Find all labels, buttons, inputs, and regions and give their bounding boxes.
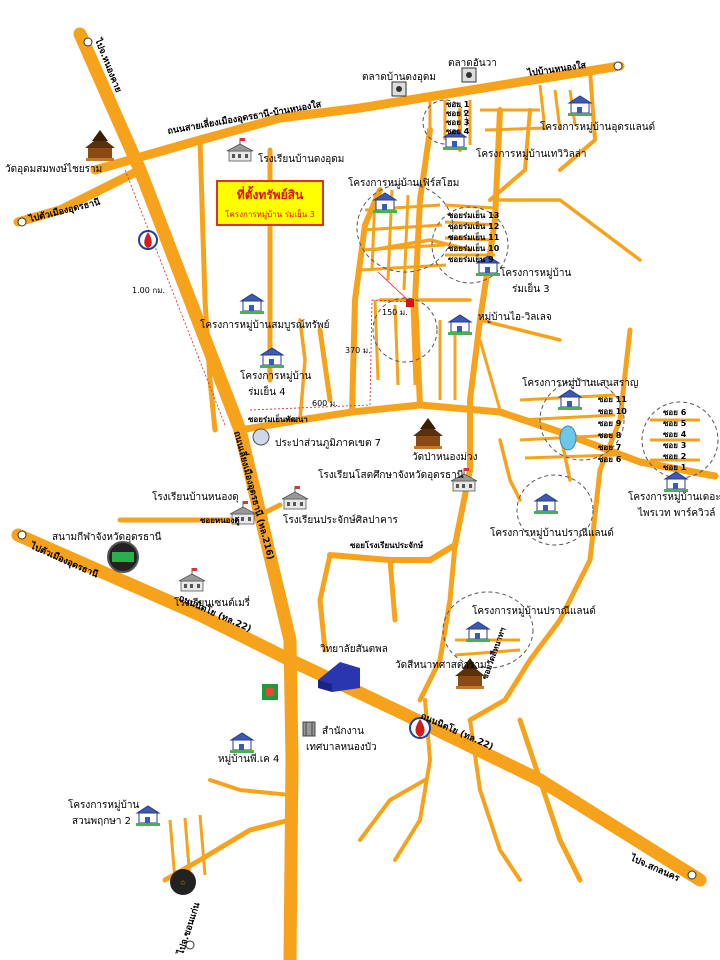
store-icon [262, 684, 278, 700]
house-icon [229, 732, 255, 754]
road-name: ซอยโรงเรียนประจักษ์ [350, 540, 424, 550]
svg-text:ซอย 3: ซอย 3 [446, 118, 469, 127]
soi-list-romyen: ซอยร่มเย็น 13 ซอยร่มเย็น 12 ซอยร่มเย็น 1… [448, 209, 500, 264]
house-icon [557, 389, 583, 411]
callout-subtitle: โครงการหมู่บ้าน ร่มเย็น 3 [225, 210, 315, 219]
school-label: โรงเรียนบ้านดงอุดม [258, 152, 344, 165]
roads-layer [11, 27, 719, 960]
svg-text:ซอย 10: ซอย 10 [598, 407, 627, 416]
svg-text:ซอย 6: ซอย 6 [598, 455, 622, 464]
house-icon [239, 293, 265, 315]
house-icon [135, 805, 161, 827]
project-label: โครงการหมู่บ้าน [68, 798, 140, 811]
project-label: โครงการหมู่บ้าน [500, 266, 572, 279]
project-label: โครงการหมู่บ้าน [240, 369, 312, 382]
school-label: โรงเรียนเซนต์เมรี่ [174, 595, 251, 609]
svg-text:ซอย 1: ซอย 1 [663, 463, 687, 472]
school-icon [281, 485, 309, 510]
svg-text:ซอย 4: ซอย 4 [663, 430, 687, 439]
callout-title: ที่ตั้งทรัพย์สิน [236, 188, 304, 202]
svg-text:ซอย 4: ซอย 4 [446, 127, 470, 136]
project-label: ร่มเย็น 4 [248, 384, 286, 398]
temple-label: วัดอุดมสมพงษ์ไชยราม [5, 163, 102, 175]
svg-text:ซอยร่มเย็น 13: ซอยร่มเย็น 13 [448, 209, 499, 220]
project-label: ร่มเย็น 3 [512, 281, 550, 295]
office-label: เทศบาลหนองบัว [306, 742, 377, 753]
project-label: โครงการหมู่บ้านแสนสราญ [522, 376, 638, 389]
soi-list-sengsaran: ซอย 11 ซอย 10 ซอย 9 ซอย 8 ซอย 7 ซอย 6 [598, 395, 627, 464]
svg-text:ซอยร่มเย็น 12: ซอยร่มเย็น 12 [448, 220, 499, 231]
water-authority-icon [252, 428, 270, 446]
project-label: โครงการหมู่บ้านเฟิร์สโฮม [348, 176, 459, 189]
office-label: สำนักงาน [322, 726, 364, 737]
gas-station-icon [138, 230, 158, 250]
project-label: โครงการหมู่บ้านปราณีแลนด์ [490, 526, 614, 539]
road-name: ซอยหนองดู่ [200, 516, 240, 526]
distance-label: 1.00 กม. [132, 286, 165, 295]
school-label: โรงเรียนบ้านหนองดุ [152, 490, 239, 503]
distance-label: 600 ม. [312, 399, 338, 408]
project-label: โครงการหมู่บ้านสมบูรณ์ทรัพย์ [200, 318, 329, 331]
soi-list-udon-land: ซอย 1 ซอย 2 ซอย 3 ซอย 4 [446, 100, 470, 136]
svg-text:ซอย 7: ซอย 7 [598, 443, 621, 452]
distance-label: 150 ม. [382, 308, 408, 317]
svg-text:ซอย 9: ซอย 9 [598, 419, 622, 428]
school-label: โรงเรียนประจักษ์ศิลปาคาร [283, 513, 398, 526]
svg-text:ซอย 1: ซอย 1 [446, 100, 470, 109]
house-icon [663, 471, 689, 493]
house-icon [465, 621, 491, 643]
svg-text:ซอย 6: ซอย 6 [663, 408, 687, 417]
logo-icon: ☆ [170, 869, 196, 895]
house-icon [533, 493, 559, 515]
temple-label: วัดป่าหนองม่วง [412, 452, 478, 463]
market-icon [461, 67, 477, 83]
project-label: โครงการหมู่บ้านเทวิวิลล่า [476, 147, 586, 160]
svg-text:ซอย 2: ซอย 2 [446, 109, 469, 118]
road-nittayo-22 [11, 528, 707, 887]
house-icon [259, 347, 285, 369]
project-label: ไพรเวท พาร์ควิวล์ [637, 507, 715, 519]
project-label: โครงการหมู่บ้านปราณีแลนด์ [472, 604, 596, 617]
village-label: หมู่บ้านพี.เค 4 [218, 753, 279, 765]
college-icon [318, 662, 360, 692]
house-icon [447, 314, 473, 336]
project-label: สวนพฤกษา 2 [72, 816, 131, 827]
road-216 [73, 27, 299, 960]
project-label: โครงการหมู่บ้านเดอะ [628, 490, 720, 503]
svg-text:ซอย 11: ซอย 11 [598, 395, 627, 404]
college-label: วิทยาลัยสันตพล [320, 644, 388, 655]
village-label: หมู่บ้านไอ-วิลเลจ [478, 311, 552, 323]
svg-text:ซอยร่มเย็น 11: ซอยร่มเย็น 11 [448, 231, 500, 242]
svg-text:ซอย 3: ซอย 3 [663, 441, 686, 450]
market-icon [391, 81, 407, 97]
project-label: โครงการหมู่บ้านอุดรแลนด์ [540, 120, 655, 133]
svg-text:ซอย 2: ซอย 2 [663, 452, 686, 461]
property-location-callout: ที่ตั้งทรัพย์สิน โครงการหมู่บ้าน ร่มเย็น… [216, 180, 324, 226]
market-label: ตลาดบ้านดงอุดม [362, 71, 436, 83]
svg-text:ซอย 8: ซอย 8 [598, 431, 622, 440]
stadium-label: สนามกีฬาจังหวัดอุดรธานี [52, 531, 162, 543]
building-icon [302, 721, 316, 737]
school-label: โรงเรียนโสตศึกษาจังหวัดอุดรธานี [318, 468, 464, 481]
svg-text:ซอย 5: ซอย 5 [663, 419, 687, 428]
road-direction: ไปตัวเมืองอุดรธานี [27, 195, 102, 225]
distance-label: 370 ม. [345, 346, 371, 355]
svg-text:ซอยร่มเย็น 9: ซอยร่มเย็น 9 [448, 253, 494, 264]
temple-icon [85, 130, 115, 161]
temple-label: วัดสีหนาทศาสตาราม [395, 659, 487, 671]
svg-text:ซอยร่มเย็น 10: ซอยร่มเย็น 10 [448, 242, 500, 253]
school-icon [226, 137, 254, 162]
temple-icon [413, 418, 443, 449]
school-icon [178, 567, 206, 592]
stadium-icon [107, 541, 139, 573]
soi-list-pairwe: ซอย 6 ซอย 5 ซอย 4 ซอย 3 ซอย 2 ซอย 1 [663, 408, 687, 472]
water-label: ประปาส่วนภูมิภาคเขต 7 [275, 438, 381, 449]
gas-station-icon [409, 717, 431, 739]
market-label: ตลาดอันวา [448, 58, 497, 69]
road-name: ซอยร่มเย็นพัฒนา [248, 413, 308, 424]
svg-text:☆: ☆ [180, 879, 186, 887]
